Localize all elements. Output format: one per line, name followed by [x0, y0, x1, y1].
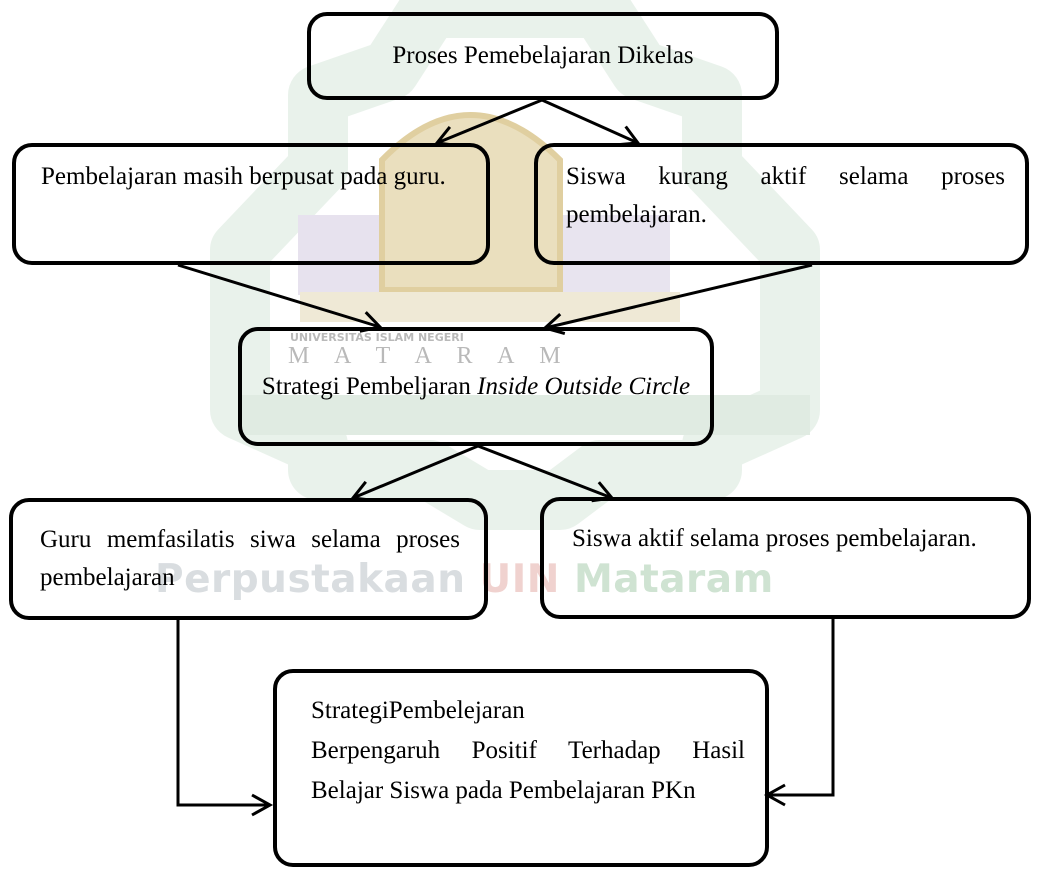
arrow-left-result-to-conclusion	[176, 620, 274, 817]
node-teacher-centered: Pembelajaran masih berpusat pada guru.	[12, 143, 490, 265]
node-students-inactive-text: Siswa kurang aktif selama proses pembela…	[566, 163, 1005, 228]
node-conclusion-text: Berpengaruh Positif Terhadap Hasil Belaj…	[311, 737, 745, 804]
arrow-left-problem-to-strategy	[177, 263, 383, 333]
arrow-right-problem-to-strategy	[541, 263, 813, 336]
node-teacher-facilitates: Guru memfasilatis siwa selama proses pem…	[9, 498, 488, 620]
node-strategy-text: Strategi Pembeljaran Inside Outside Circ…	[262, 367, 690, 406]
node-strategy-prefix: Strategi Pembeljaran	[261, 373, 478, 400]
arrow-strategy-to-left-result	[350, 444, 479, 502]
node-conclusion: StrategiPembelejaran Berpengaruh Positif…	[273, 669, 769, 867]
node-classroom-process-text: Proses Pemebelajaran Dikelas	[392, 42, 694, 69]
arrow-strategy-to-right-result	[477, 444, 615, 503]
node-strategy-name: Inside Outside Circle	[477, 373, 691, 400]
arrow-top-to-right-problem	[541, 98, 641, 147]
node-teacher-facilitates-text: Guru memfasilatis siwa selama proses pem…	[40, 526, 460, 591]
node-conclusion-line1: StrategiPembelejaran	[311, 697, 525, 724]
arrow-right-result-to-conclusion	[763, 619, 835, 807]
node-students-active: Siswa aktif selama proses pembelajaran.	[540, 497, 1031, 619]
node-teacher-centered-text: Pembelajaran masih berpusat pada guru.	[41, 163, 446, 190]
node-students-inactive: Siswa kurang aktif selama proses pembela…	[534, 143, 1029, 265]
node-classroom-process: Proses Pemebelajaran Dikelas	[307, 12, 779, 100]
arrow-top-to-left-problem	[434, 98, 543, 147]
node-students-active-text: Siswa aktif selama proses pembelajaran.	[572, 525, 977, 552]
node-strategy: Strategi Pembeljaran Inside Outside Circ…	[238, 327, 714, 446]
